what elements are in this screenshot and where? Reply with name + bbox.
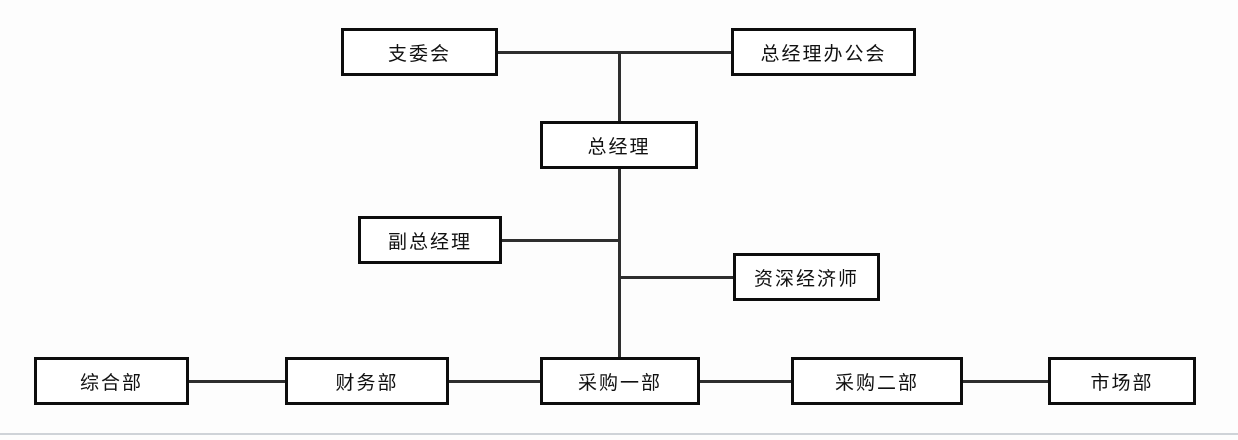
connector-purch-two-to-market — [961, 380, 1050, 383]
org-node-general-manager[interactable]: 总经理 — [540, 121, 698, 169]
org-node-marketing[interactable]: 市场部 — [1048, 357, 1196, 405]
connector-party-to-trunk — [496, 51, 621, 54]
connector-trunk-top — [618, 51, 621, 123]
connector-trunk-to-economist — [618, 276, 735, 279]
org-node-purchasing-two[interactable]: 采购二部 — [791, 357, 963, 405]
org-node-general-affairs[interactable]: 综合部 — [34, 357, 189, 405]
connector-trunk-mid — [618, 167, 621, 359]
org-node-senior-economist[interactable]: 资深经济师 — [733, 253, 880, 301]
org-node-party-committee[interactable]: 支委会 — [341, 28, 498, 76]
org-node-gm-office-meeting[interactable]: 总经理办公会 — [731, 28, 916, 76]
connector-general-to-finance — [187, 380, 287, 383]
footer-divider — [0, 433, 1238, 435]
org-node-deputy-gm[interactable]: 副总经理 — [358, 216, 502, 264]
connector-purch-one-to-two — [698, 380, 793, 383]
connector-trunk-to-gm-office — [618, 51, 733, 54]
org-node-finance[interactable]: 财务部 — [285, 357, 449, 405]
org-node-purchasing-one[interactable]: 采购一部 — [540, 357, 700, 405]
connector-deputy-to-trunk — [500, 239, 621, 242]
connector-finance-to-purch-one — [447, 380, 542, 383]
